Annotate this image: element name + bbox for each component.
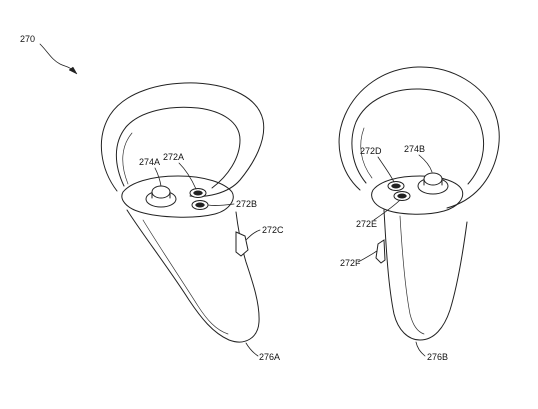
right-trigger	[375, 239, 386, 264]
right-handle	[383, 209, 468, 341]
right-thumbstick-cap	[423, 172, 443, 186]
right-face-plate	[371, 175, 464, 215]
left-face-plate	[121, 175, 234, 218]
label-274A: 274A	[139, 157, 160, 167]
label-276B: 276B	[427, 352, 448, 362]
left-tracking-ring-outer	[100, 82, 265, 197]
right-tracking-ring-inner	[351, 88, 485, 185]
label-272A: 272A	[163, 152, 184, 162]
figure-reference: 270	[20, 34, 78, 75]
label-272F: 272F	[340, 258, 361, 268]
label-272B: 272B	[236, 199, 257, 209]
figure-reference-arrowhead	[68, 66, 78, 75]
figure-number-label: 270	[20, 34, 35, 44]
label-276A: 276A	[259, 352, 280, 362]
figure-reference-arrow	[39, 43, 75, 72]
left-controller: 274A 272A 272B 272C 276A	[100, 82, 284, 362]
label-272C: 272C	[262, 225, 284, 235]
right-tracking-ring-outer	[338, 66, 500, 209]
label-274B: 274B	[404, 144, 425, 154]
label-272D: 272D	[360, 146, 382, 156]
left-trigger	[235, 231, 249, 257]
left-handle	[126, 209, 260, 343]
left-tracking-ring-inner	[115, 106, 241, 189]
right-controller: 272D 274B 272E 272F 276B	[338, 66, 500, 362]
label-272E: 272E	[356, 219, 377, 229]
left-thumbstick-cap	[151, 185, 171, 199]
